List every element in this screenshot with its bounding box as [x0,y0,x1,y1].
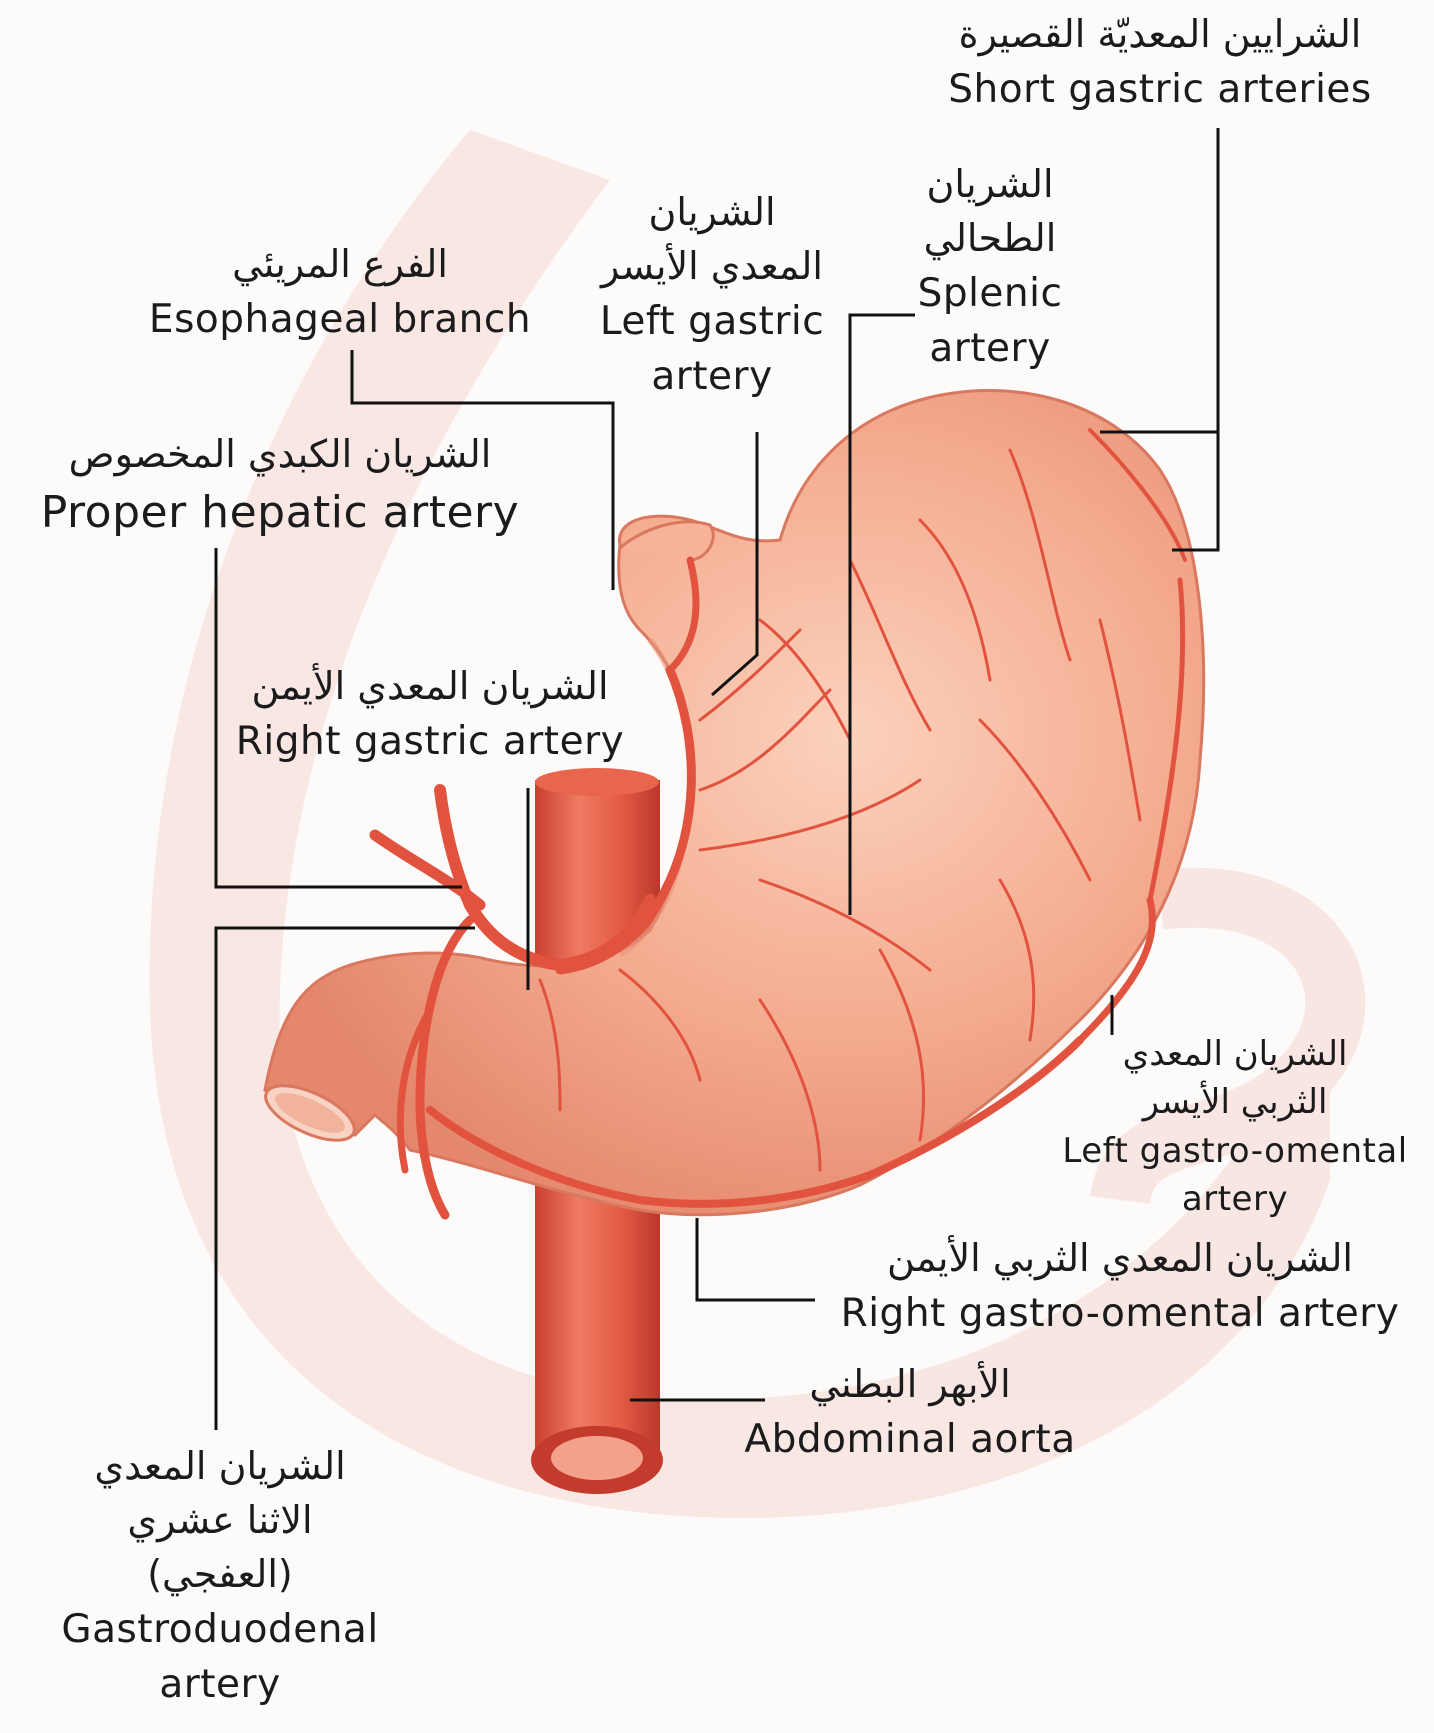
label-en: Left gastric [572,294,852,349]
label-ar: الشريان المعدي الأيمن [220,660,640,714]
label-en: artery [1040,1175,1430,1223]
label-left-gastric-artery: الشريان المعدي الأيسر Left gastric arter… [572,186,852,405]
label-en: Esophageal branch [120,292,560,347]
label-en: Splenic [900,266,1080,321]
label-esophageal-branch: الفرع المريئي Esophageal branch [120,238,560,347]
label-en: Proper hepatic artery [10,482,550,544]
label-en: Abdominal aorta [730,1412,1090,1467]
label-right-gastric-artery: الشريان المعدي الأيمن Right gastric arte… [220,660,640,769]
label-ar: (العفجي) [40,1548,400,1602]
label-abdominal-aorta: الأبهر البطني Abdominal aorta [730,1358,1090,1467]
leader-right-gastro-omental [697,1218,815,1300]
label-ar: الطحالي [900,212,1080,266]
label-en: artery [572,349,852,404]
label-en: artery [40,1657,400,1712]
label-en: Right gastro-omental artery [820,1286,1420,1341]
label-ar: المعدي الأيسر [572,240,852,294]
label-ar: الشريان [900,158,1080,212]
label-ar: الشريان المعدي [40,1440,400,1494]
label-proper-hepatic-artery: الشريان الكبدي المخصوص Proper hepatic ar… [10,428,550,544]
label-ar: الفرع المريئي [120,238,560,292]
label-ar: الشرايين المعديّة القصيرة [920,8,1400,62]
label-ar: الشريان [572,186,852,240]
label-left-gastro-omental-artery: الشريان المعدي الثربي الأيسر Left gastro… [1040,1030,1430,1223]
label-en: Right gastric artery [220,714,640,769]
label-ar: الشريان المعدي [1040,1030,1430,1078]
label-en: Gastroduodenal [40,1602,400,1657]
label-ar: الشريان الكبدي المخصوص [10,428,550,482]
label-right-gastro-omental-artery: الشريان المعدي الثربي الأيمن Right gastr… [820,1232,1420,1341]
label-en: artery [900,321,1080,376]
label-ar: الأبهر البطني [730,1358,1090,1412]
label-ar: الثربي الأيسر [1040,1078,1430,1126]
label-short-gastric-arteries: الشرايين المعديّة القصيرة Short gastric … [920,8,1400,117]
label-en: Short gastric arteries [920,62,1400,117]
label-gastroduodenal-artery: الشريان المعدي الاثنا عشري (العفجي) Gast… [40,1440,400,1713]
label-en: Left gastro-omental [1040,1127,1430,1175]
label-ar: الشريان المعدي الثربي الأيمن [820,1232,1420,1286]
label-ar: الاثنا عشري [40,1494,400,1548]
label-splenic-artery: الشريان الطحالي Splenic artery [900,158,1080,377]
